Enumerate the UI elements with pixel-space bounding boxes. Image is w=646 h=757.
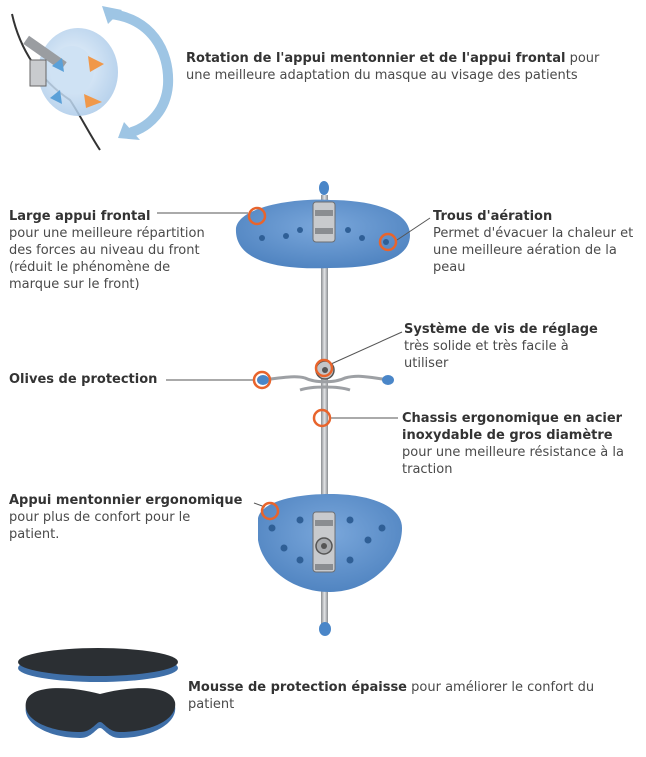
callout-aeration: Trous d'aération Permet d'évacuer la cha… bbox=[433, 208, 638, 276]
callout-aeration-desc: Permet d'évacuer la chaleur et une meill… bbox=[433, 226, 634, 275]
callout-frontal: Large appui frontal pour une meilleure r… bbox=[9, 208, 214, 293]
callout-mousse-title: Mousse de protection épaisse bbox=[188, 680, 408, 695]
callout-mentonnier-desc: pour plus de confort pour le patient. bbox=[9, 510, 191, 542]
callout-chassis-title: Chassis ergonomique en acier inoxydable … bbox=[402, 411, 623, 443]
highlight-circles bbox=[247, 206, 398, 521]
chin-pad bbox=[258, 494, 402, 592]
rotation-arrows-icon bbox=[105, 9, 174, 137]
highlight-circle-icon bbox=[260, 501, 280, 521]
callout-mousse-desc: pour améliorer le confort du patient bbox=[188, 680, 595, 712]
callout-mousse: Mousse de protection épaisse pour amélio… bbox=[188, 679, 628, 713]
foam-pads bbox=[18, 648, 178, 738]
callout-mentonnier: Appui mentonnier ergonomique pour plus d… bbox=[9, 492, 259, 543]
highlight-circle-icon bbox=[312, 408, 332, 428]
callout-vis-desc: très solide et très facile à utiliser bbox=[404, 339, 569, 371]
callout-aeration-title: Trous d'aération bbox=[433, 209, 553, 224]
rotation-illustration bbox=[11, 6, 174, 151]
callout-chassis: Chassis ergonomique en acier inoxydable … bbox=[402, 410, 637, 478]
frontal-pad bbox=[235, 199, 410, 269]
callout-olives: Olives de protection bbox=[9, 371, 169, 388]
leader-lines bbox=[157, 212, 431, 508]
callout-mentonnier-title: Appui mentonnier ergonomique bbox=[9, 493, 243, 508]
callout-rotation-desc: pour une meilleure adaptation du masque … bbox=[186, 51, 600, 83]
callout-rotation-title: Rotation de l'appui mentonnier et de l'a… bbox=[186, 51, 566, 66]
callout-frontal-title: Large appui frontal bbox=[9, 209, 151, 224]
callout-rotation: Rotation de l'appui mentonnier et de l'a… bbox=[186, 50, 626, 84]
callout-olives-title: Olives de protection bbox=[9, 372, 158, 387]
callout-vis: Système de vis de réglage très solide et… bbox=[404, 321, 609, 372]
callout-chassis-desc: pour une meilleure résistance à la tract… bbox=[402, 445, 624, 477]
highlight-circle-icon bbox=[314, 358, 334, 378]
highlight-circle-icon bbox=[252, 370, 272, 390]
highlight-circle-icon bbox=[378, 232, 398, 252]
callout-vis-title: Système de vis de réglage bbox=[404, 322, 598, 337]
highlight-circle-icon bbox=[247, 206, 267, 226]
callout-frontal-desc: pour une meilleure répartition des force… bbox=[9, 226, 205, 292]
